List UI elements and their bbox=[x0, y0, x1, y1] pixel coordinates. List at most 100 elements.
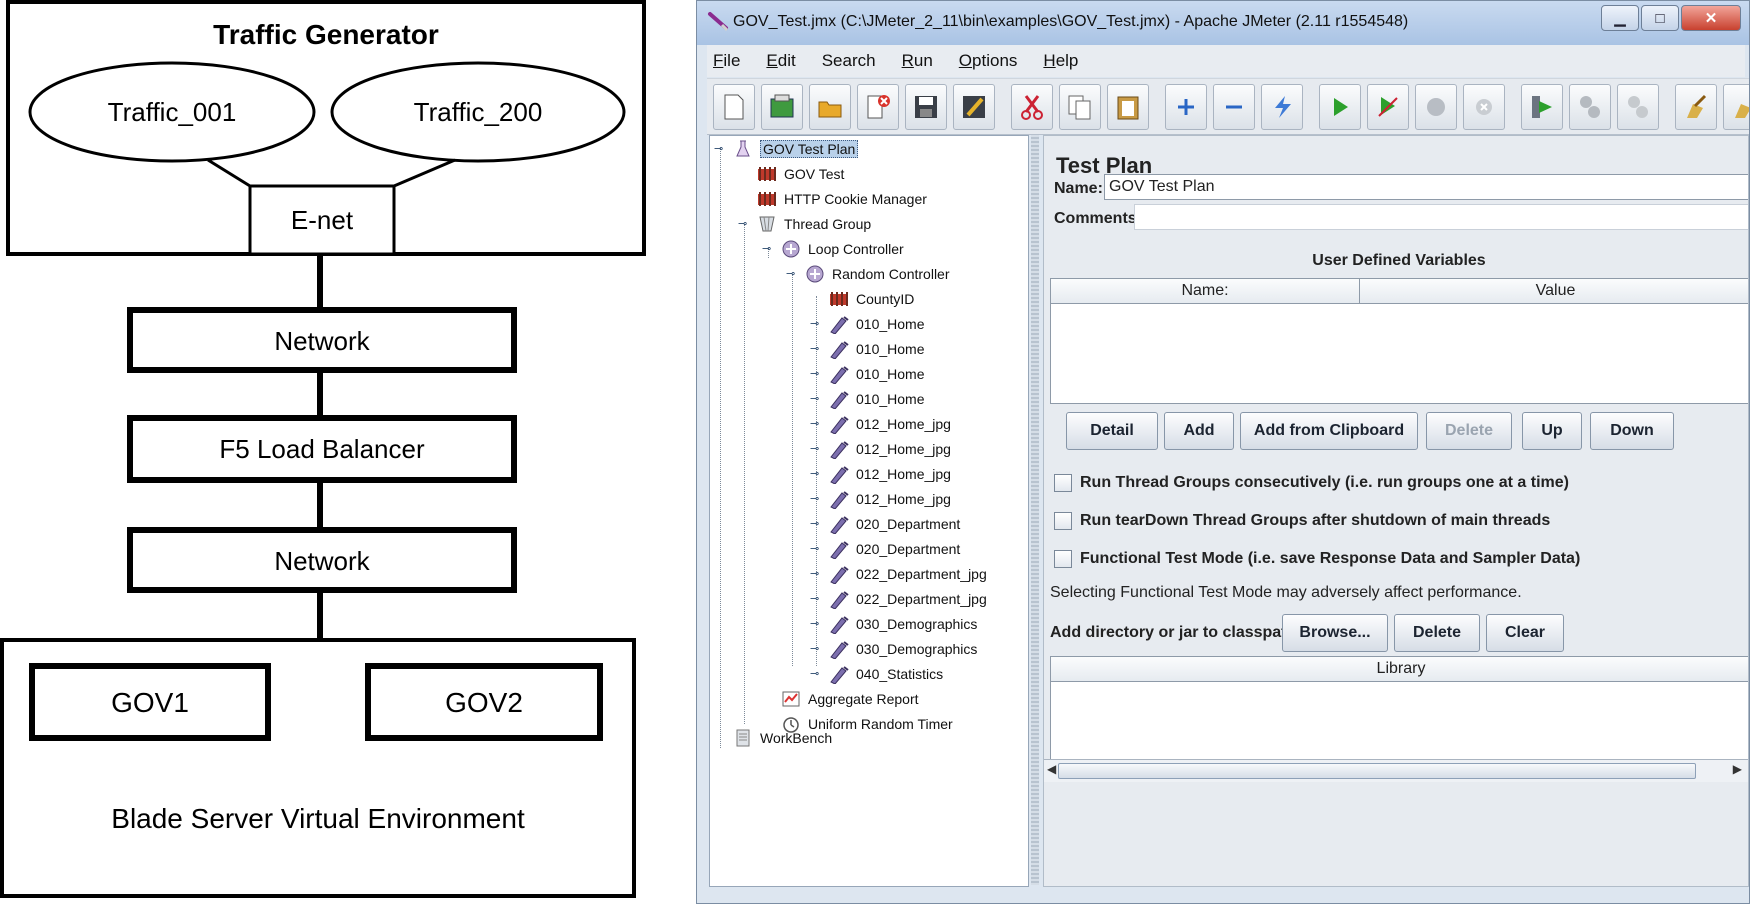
consecutive-checkbox[interactable] bbox=[1054, 474, 1072, 492]
tree-item[interactable]: WorkBench bbox=[732, 726, 832, 750]
clear-icon[interactable] bbox=[1675, 83, 1717, 130]
collapsed-handle-icon[interactable]: ⊸ bbox=[810, 343, 820, 355]
tree-item[interactable]: HTTP Cookie Manager bbox=[756, 187, 927, 211]
expand-icon[interactable] bbox=[1165, 83, 1207, 130]
collapsed-handle-icon[interactable]: ⊸ bbox=[810, 443, 820, 455]
udv-col-value[interactable]: Value bbox=[1359, 279, 1748, 303]
collapsed-handle-icon[interactable]: ⊸ bbox=[810, 618, 820, 630]
collapsed-handle-icon[interactable]: ⊸ bbox=[810, 493, 820, 505]
collapsed-handle-icon[interactable]: ⊸ bbox=[810, 368, 820, 380]
scroll-right-icon[interactable]: ▶ bbox=[1732, 762, 1742, 776]
scroll-left-icon[interactable]: ◀ bbox=[1047, 762, 1057, 776]
delete-button[interactable]: Delete bbox=[1426, 412, 1512, 450]
collapsed-handle-icon[interactable]: ⊸ bbox=[810, 593, 820, 605]
tree-item[interactable]: 022_Department_jpg bbox=[828, 562, 987, 586]
tree-item[interactable]: 010_Home bbox=[828, 312, 925, 336]
name-field[interactable]: GOV Test Plan bbox=[1104, 174, 1748, 200]
tree-item[interactable]: 030_Demographics bbox=[828, 612, 977, 636]
collapsed-handle-icon[interactable]: ⊸ bbox=[810, 643, 820, 655]
collapsed-handle-icon[interactable]: ⊸ bbox=[810, 418, 820, 430]
detail-button[interactable]: Detail bbox=[1066, 412, 1158, 450]
title-bar[interactable]: GOV_Test.jmx (C:\JMeter_2_11\bin\example… bbox=[697, 1, 1749, 45]
templates-icon[interactable] bbox=[761, 83, 803, 130]
tree-item[interactable]: 030_Demographics bbox=[828, 637, 977, 661]
collapsed-handle-icon[interactable]: ⊸ bbox=[810, 518, 820, 530]
tree-item[interactable]: 012_Home_jpg bbox=[828, 487, 951, 511]
cut-icon[interactable] bbox=[1011, 83, 1053, 130]
collapse-icon[interactable] bbox=[1213, 83, 1255, 130]
menu-options[interactable]: Options bbox=[958, 51, 1018, 70]
horizontal-scrollbar[interactable]: ◀ ▶ bbox=[1044, 759, 1748, 782]
menu-help[interactable]: Help bbox=[1043, 51, 1079, 70]
menu-edit[interactable]: Edit bbox=[766, 51, 796, 70]
remote-start-icon[interactable] bbox=[1521, 83, 1563, 130]
expanded-handle-icon[interactable]: ⊸ bbox=[714, 143, 724, 155]
tree-item[interactable]: 010_Home bbox=[828, 337, 925, 361]
add-button[interactable]: Add bbox=[1164, 412, 1234, 450]
tree-item[interactable]: 012_Home_jpg bbox=[828, 462, 951, 486]
close-button[interactable]: ✕ bbox=[1681, 5, 1741, 31]
tree-item[interactable]: CountyID bbox=[828, 287, 914, 311]
new-icon[interactable] bbox=[713, 83, 755, 130]
teardown-option[interactable]: Run tearDown Thread Groups after shutdow… bbox=[1054, 512, 1550, 530]
tree-item[interactable]: Aggregate Report bbox=[780, 687, 919, 711]
comments-field[interactable] bbox=[1134, 204, 1748, 230]
open-icon[interactable] bbox=[809, 83, 851, 130]
tree-item[interactable]: 020_Department bbox=[828, 512, 960, 536]
menu-file[interactable]: File bbox=[713, 51, 741, 70]
tree-item[interactable]: GOV Test Plan bbox=[732, 137, 859, 161]
tree-item[interactable]: 010_Home bbox=[828, 387, 925, 411]
remote-stop-icon[interactable] bbox=[1569, 83, 1611, 130]
expanded-handle-icon[interactable]: ⊸ bbox=[762, 243, 772, 255]
close-file-icon[interactable] bbox=[857, 83, 899, 130]
copy-icon[interactable] bbox=[1059, 83, 1101, 130]
tree-item[interactable]: 040_Statistics bbox=[828, 662, 943, 686]
save-as-icon[interactable] bbox=[953, 83, 995, 130]
tree-item[interactable]: Loop Controller bbox=[780, 237, 904, 261]
menu-run[interactable]: Run bbox=[901, 51, 933, 70]
library-col[interactable]: Library bbox=[1051, 657, 1748, 681]
down-button[interactable]: Down bbox=[1590, 412, 1674, 450]
collapsed-handle-icon[interactable]: ⊸ bbox=[810, 668, 820, 680]
shutdown-icon[interactable] bbox=[1463, 83, 1505, 130]
menu-search[interactable]: Search bbox=[821, 51, 876, 70]
remote-shutdown-icon[interactable] bbox=[1617, 83, 1659, 130]
tree-item[interactable]: 020_Department bbox=[828, 537, 960, 561]
classpath-delete-button[interactable]: Delete bbox=[1394, 614, 1480, 652]
consecutive-option[interactable]: Run Thread Groups consecutively (i.e. ru… bbox=[1054, 474, 1569, 492]
teardown-checkbox[interactable] bbox=[1054, 512, 1072, 530]
maximize-button[interactable]: □ bbox=[1641, 5, 1679, 31]
tree-item[interactable]: Uniform Random Timer bbox=[780, 712, 953, 736]
save-icon[interactable] bbox=[905, 83, 947, 130]
collapsed-handle-icon[interactable]: ⊸ bbox=[810, 568, 820, 580]
start-icon[interactable] bbox=[1319, 83, 1361, 130]
collapsed-handle-icon[interactable]: ⊸ bbox=[810, 393, 820, 405]
up-button[interactable]: Up bbox=[1522, 412, 1582, 450]
start-no-timers-icon[interactable] bbox=[1367, 83, 1409, 130]
expanded-handle-icon[interactable]: ⊸ bbox=[786, 268, 796, 280]
collapsed-handle-icon[interactable]: ⊸ bbox=[810, 468, 820, 480]
split-divider[interactable] bbox=[1031, 135, 1039, 885]
collapsed-handle-icon[interactable]: ⊸ bbox=[810, 543, 820, 555]
tree-item[interactable]: GOV Test bbox=[756, 162, 844, 186]
collapsed-handle-icon[interactable]: ⊸ bbox=[810, 318, 820, 330]
browse-button[interactable]: Browse... bbox=[1282, 614, 1388, 652]
tree-item[interactable]: 010_Home bbox=[828, 362, 925, 386]
add-from-clipboard-button[interactable]: Add from Clipboard bbox=[1240, 412, 1418, 450]
tree-item[interactable]: Thread Group bbox=[756, 212, 871, 236]
stop-icon[interactable] bbox=[1415, 83, 1457, 130]
tree-item[interactable]: 022_Department_jpg bbox=[828, 587, 987, 611]
paste-icon[interactable] bbox=[1107, 83, 1149, 130]
functional-option[interactable]: Functional Test Mode (i.e. save Response… bbox=[1054, 550, 1580, 568]
udv-col-name[interactable]: Name: bbox=[1051, 279, 1359, 303]
toggle-icon[interactable] bbox=[1261, 83, 1303, 130]
clear-all-icon[interactable] bbox=[1723, 83, 1749, 130]
scroll-thumb[interactable] bbox=[1058, 763, 1696, 779]
minimize-button[interactable]: ▁ bbox=[1601, 5, 1639, 31]
functional-checkbox[interactable] bbox=[1054, 550, 1072, 568]
expanded-handle-icon[interactable]: ⊸ bbox=[738, 218, 748, 230]
tree-item[interactable]: Random Controller bbox=[804, 262, 950, 286]
tree-item[interactable]: 012_Home_jpg bbox=[828, 437, 951, 461]
clear-button[interactable]: Clear bbox=[1486, 614, 1564, 652]
tree-item[interactable]: 012_Home_jpg bbox=[828, 412, 951, 436]
